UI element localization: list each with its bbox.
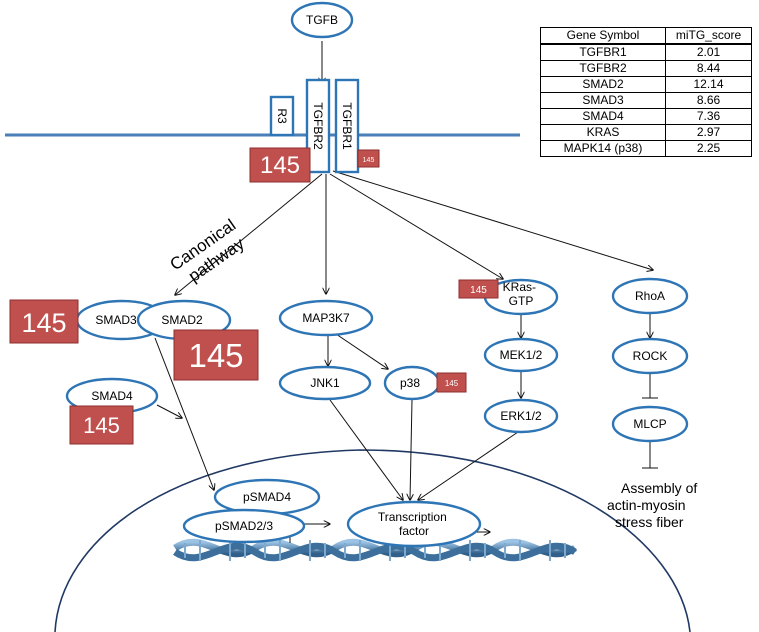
table-row: MAPK14 (p38) 2.25 <box>540 140 752 157</box>
mir-badge-smad3-label: 145 <box>21 308 66 338</box>
dna-helix <box>173 538 577 562</box>
nucleus <box>54 449 691 632</box>
node-smad4-label: SMAD4 <box>91 389 133 403</box>
assembly-line2: actin-myosin <box>607 497 686 513</box>
table-cell-gene: SMAD2 <box>540 76 666 93</box>
node-mek12 <box>483 337 559 373</box>
table-cell-gene: TGFBR2 <box>540 60 666 77</box>
table-cell-score: 8.44 <box>665 60 752 77</box>
table-cell-score: 8.66 <box>665 92 752 109</box>
table-cell-score: 2.01 <box>665 43 752 61</box>
mir-badge-smad3 <box>9 299 79 344</box>
table-row: SMAD4 7.36 <box>540 108 752 125</box>
node-transcription-factor <box>346 500 482 548</box>
mir-badge-smad4 <box>69 405 134 445</box>
node-smad2-label: SMAD2 <box>161 313 203 327</box>
node-rock <box>611 337 689 375</box>
node-psmad4-label: pSMAD4 <box>243 490 291 504</box>
table-header-mitg-score: miTG_score <box>665 27 752 45</box>
table-header-row: Gene Symbol miTG_score <box>540 27 752 45</box>
arrow-smad2-psmad <box>154 337 214 490</box>
assembly-line3: stress fiber <box>615 514 684 530</box>
mir-badge-smad4-label: 145 <box>83 413 120 438</box>
table-cell-gene: SMAD4 <box>540 108 666 125</box>
receptor-tgfbr1-label: TGFBR1 <box>340 102 354 150</box>
mir-badge-kras-label: 145 <box>470 285 487 296</box>
canonical-pathway-label: Canonical pathway <box>166 213 254 291</box>
node-mek12-label: MEK1/2 <box>500 348 543 362</box>
table-cell-score: 12.14 <box>665 76 752 93</box>
table-row: KRAS 2.97 <box>540 124 752 141</box>
node-tgfb <box>290 1 354 39</box>
table-cell-gene: KRAS <box>540 124 666 141</box>
receptor-r3-label: R3 <box>275 108 289 124</box>
node-rhoa-label: RhoA <box>635 289 665 303</box>
node-jnk1-label: JNK1 <box>310 376 340 390</box>
node-map3k7-label: MAP3K7 <box>302 311 350 325</box>
inhibit-rock-mlcp <box>642 372 658 399</box>
table-row: SMAD3 8.66 <box>540 92 752 109</box>
mir-badge-receptor-large-label: 145 <box>260 152 300 179</box>
node-tf-label: Transcription factor <box>378 510 450 538</box>
table-header-gene-symbol: Gene Symbol <box>540 27 666 45</box>
node-mlcp <box>611 405 689 443</box>
node-kras-label: KRas- GTP <box>503 280 540 308</box>
receptor-tgfbr1 <box>334 78 360 174</box>
table-cell-score: 2.97 <box>665 124 752 141</box>
node-p38-label: p38 <box>400 376 420 390</box>
node-erk12 <box>483 398 559 434</box>
arrow-receptor-rhoa <box>332 170 653 270</box>
arrow-map3k7-p38 <box>335 333 388 369</box>
arrow-jnk1-tf <box>329 399 403 500</box>
node-smad3-label: SMAD3 <box>95 313 137 327</box>
mir-badge-p38-label: 145 <box>445 379 459 388</box>
inhibit-mlcp-assembly <box>642 440 658 469</box>
mir-badge-smad2-label: 145 <box>188 337 243 374</box>
node-psmad23-label: pSMAD2/3 <box>215 519 273 533</box>
node-rock-label: ROCK <box>633 349 668 363</box>
mir-badge-receptor-small-label: 145 <box>363 157 375 164</box>
table-cell-gene: SMAD3 <box>540 92 666 109</box>
table-cell-gene: MAPK14 (p38) <box>540 140 666 157</box>
table-row: TGFBR2 8.44 <box>540 60 752 77</box>
arrow-receptor-smad <box>175 173 323 295</box>
receptor-r3 <box>269 95 295 137</box>
mir-badge-smad2 <box>173 329 259 381</box>
table-cell-score: 7.36 <box>665 108 752 125</box>
node-tgfb-label: TGFB <box>306 13 338 27</box>
node-tf-line2: factor <box>399 524 429 538</box>
mitg-score-table: Gene Symbol miTG_score TGFBR1 2.01 TGFBR… <box>540 27 752 157</box>
receptor-tgfbr2-label: TGFBR2 <box>311 102 325 150</box>
node-map3k7 <box>278 299 374 337</box>
node-erk12-label: ERK1/2 <box>500 409 542 423</box>
node-mlcp-label: MLCP <box>633 417 666 431</box>
node-psmad23 <box>182 508 306 544</box>
mir-badge-kras <box>458 279 499 299</box>
mir-badge-receptor-small <box>357 149 380 168</box>
node-kras-line1: KRas- <box>503 280 536 294</box>
assembly-label: Assembly of actin-myosin stress fiber <box>607 480 701 530</box>
receptor-tgfbr2 <box>305 78 331 174</box>
node-tf-line1: Transcription <box>378 510 447 524</box>
node-kras-line2: GTP <box>509 294 534 308</box>
table-cell-gene: TGFBR1 <box>540 43 666 61</box>
arrow-receptor-kras <box>329 173 503 279</box>
table-row: TGFBR1 2.01 <box>540 43 752 61</box>
arrow-erk-tf <box>418 431 519 500</box>
arrow-smad4-psmad <box>156 404 182 418</box>
node-jnk1 <box>278 365 372 401</box>
assembly-line1: Assembly of <box>621 480 697 496</box>
mir-badge-receptor-large <box>249 147 311 183</box>
node-rhoa <box>611 277 689 315</box>
table-row: SMAD2 12.14 <box>540 76 752 93</box>
table-cell-score: 2.25 <box>665 140 752 157</box>
arrow-p38-tf <box>410 399 412 500</box>
mir-badge-p38 <box>436 372 467 393</box>
